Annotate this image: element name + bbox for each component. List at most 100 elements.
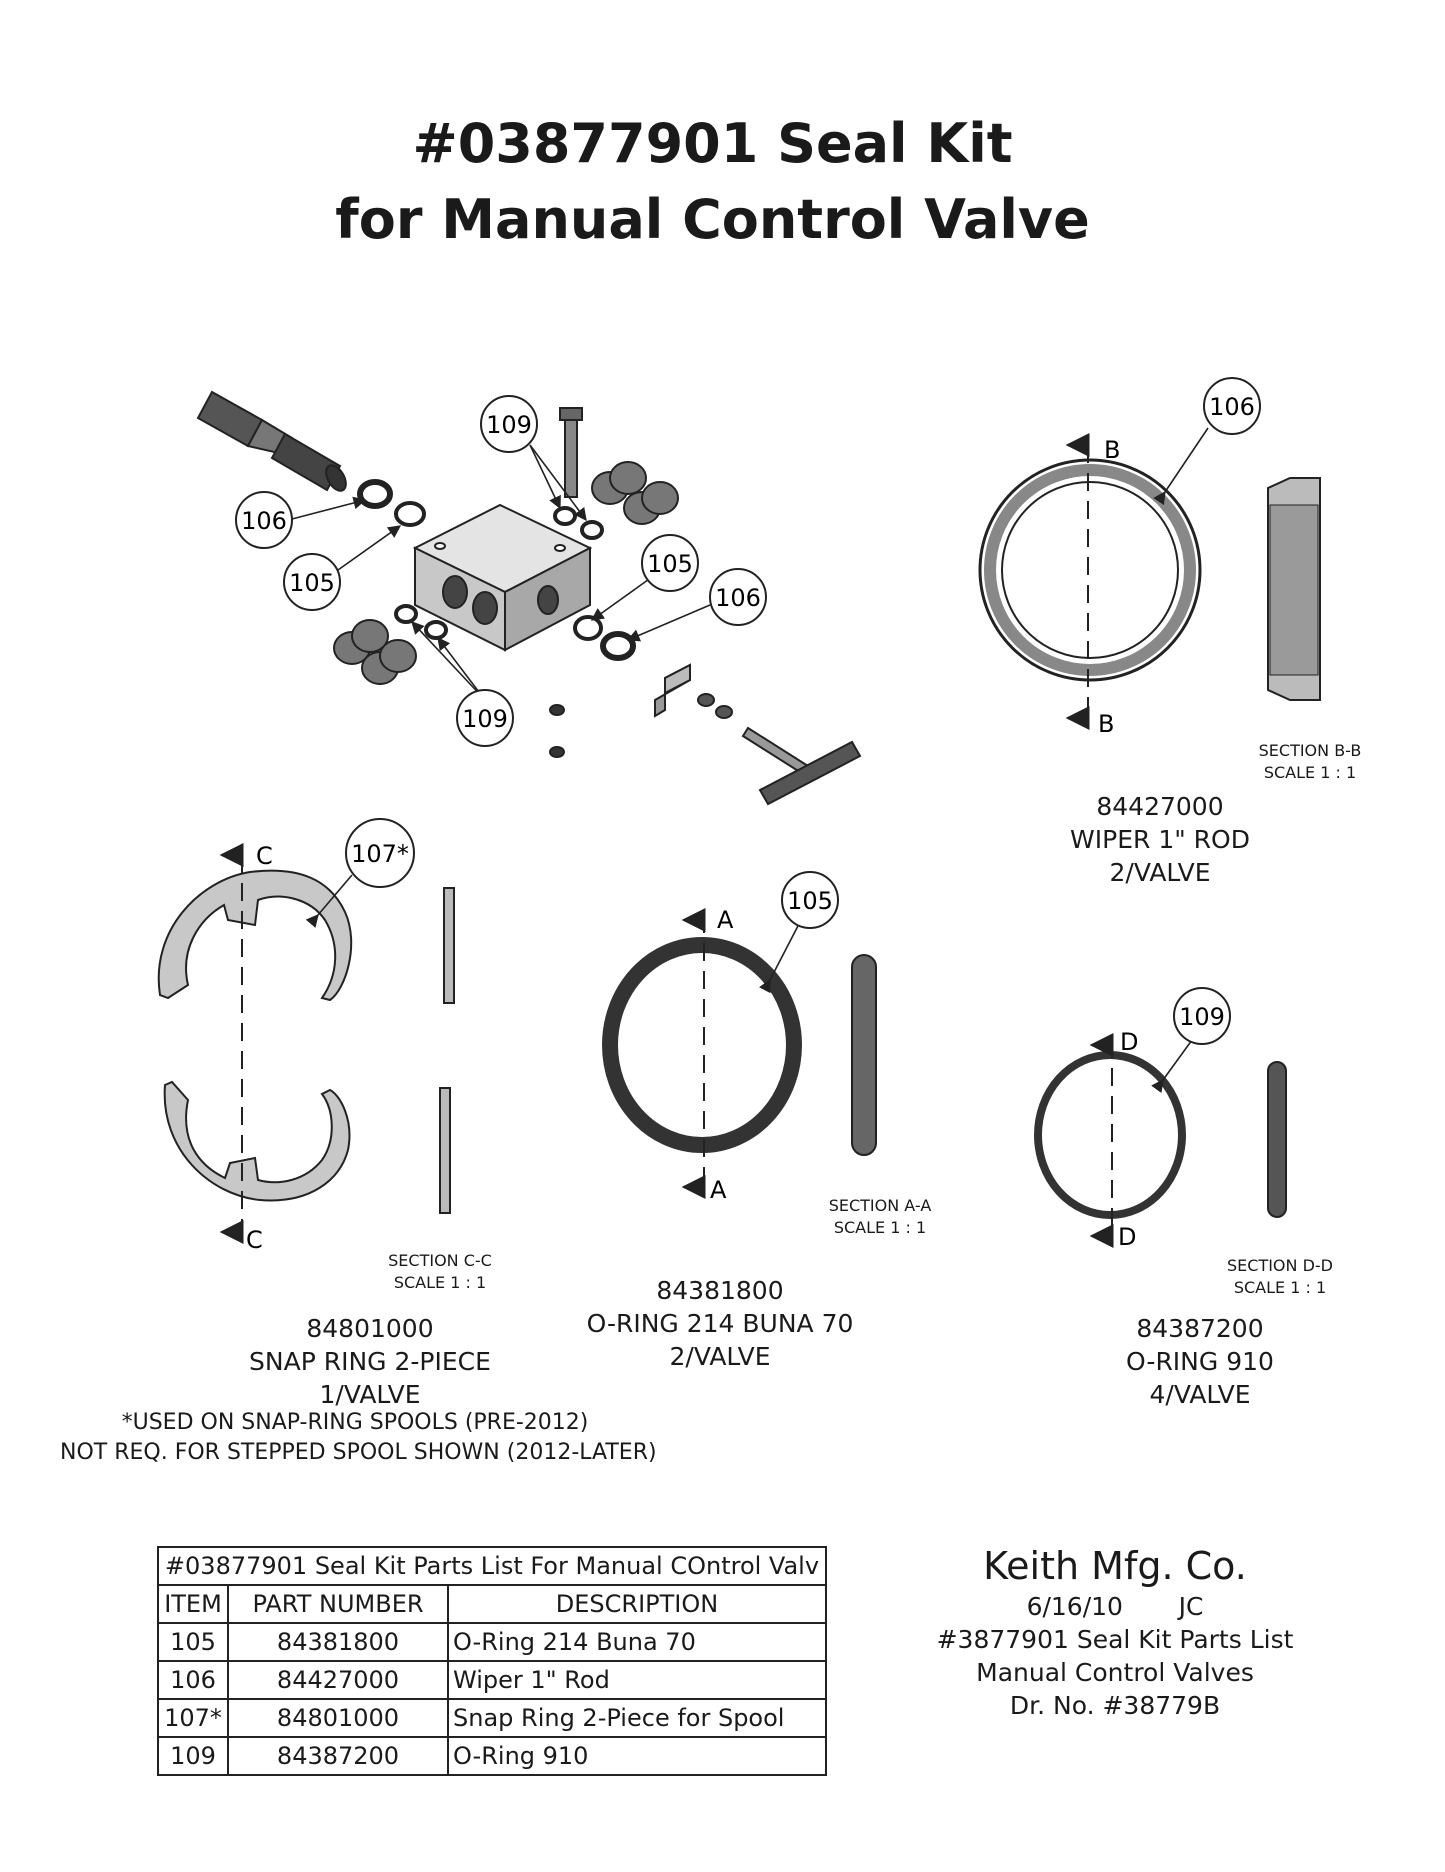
- table-header-row: ITEM PART NUMBER DESCRIPTION: [157, 1584, 827, 1624]
- section-name: SECTION C-C: [388, 1251, 492, 1270]
- balloon-label: 106: [241, 507, 287, 535]
- oring-109-c: [394, 604, 418, 624]
- cell-item: 107*: [157, 1698, 229, 1738]
- date-line: 6/16/10 JC: [905, 1590, 1325, 1623]
- oring-214-section-label: SECTION A-A SCALE 1 : 1: [790, 1195, 970, 1239]
- balloon-109-top: 109: [480, 395, 538, 453]
- cell-item: 109: [157, 1736, 229, 1776]
- part-number: 84427000: [1096, 792, 1224, 821]
- note-line-1: *USED ON SNAP-RING SPOOLS (PRE-2012): [121, 1410, 589, 1435]
- section-name: SECTION A-A: [828, 1196, 932, 1215]
- section-scale: SCALE 1 : 1: [393, 1273, 487, 1292]
- section-letter-c-top: C: [256, 842, 273, 870]
- nut: [697, 693, 715, 707]
- oring-109-a: [553, 506, 577, 526]
- balloon-label: 109: [486, 411, 532, 439]
- balloon-106-left: 106: [235, 491, 293, 549]
- part-number: 84387200: [1136, 1314, 1264, 1343]
- section-name: SECTION D-D: [1227, 1256, 1333, 1275]
- page-title-line1: #03877901 Seal Kit: [412, 112, 1013, 175]
- oring-214-drawing: [602, 908, 877, 1199]
- part-qty: 2/VALVE: [1109, 858, 1211, 887]
- oring-109-d: [424, 620, 448, 640]
- part-name: O-RING 214 BUNA 70: [586, 1309, 854, 1338]
- section-letter-a-top: A: [717, 906, 734, 934]
- wiper-right: [600, 631, 636, 661]
- snap-ring-drawing: [157, 843, 455, 1244]
- balloon-label: 105: [289, 569, 335, 597]
- section-scale: SCALE 1 : 1: [1233, 1278, 1327, 1297]
- wiper-part-label: 84427000 WIPER 1" ROD 2/VALVE: [1030, 790, 1290, 889]
- note-line-2: NOT REQ. FOR STEPPED SPOOL SHOWN (2012-L…: [60, 1440, 657, 1465]
- section-letter-b-top: B: [1104, 436, 1120, 464]
- cell-description: O-Ring 910: [447, 1736, 827, 1776]
- snap-ring-section-label: SECTION C-C SCALE 1 : 1: [350, 1250, 530, 1294]
- handle-grip: [758, 740, 862, 806]
- cell-description: O-Ring 214 Buna 70: [447, 1622, 827, 1662]
- cell-item: 105: [157, 1622, 229, 1662]
- section-letter-c-bottom: C: [246, 1226, 263, 1254]
- wiper-drawing: [978, 427, 1321, 730]
- oring-214-part-label: 84381800 O-RING 214 BUNA 70 2/VALVE: [570, 1274, 870, 1373]
- section-scale: SCALE 1 : 1: [1263, 763, 1357, 782]
- oring-105-left: [394, 501, 426, 527]
- header-item: ITEM: [157, 1584, 229, 1624]
- part-name: SNAP RING 2-PIECE: [249, 1347, 491, 1376]
- part-name: WIPER 1" ROD: [1070, 825, 1250, 854]
- title-block-line3: #3877901 Seal Kit Parts List: [936, 1625, 1294, 1654]
- oring-109-b: [580, 520, 604, 540]
- table-caption: #03877901 Seal Kit Parts List For Manual…: [157, 1546, 827, 1586]
- oring-910-part-label: 84387200 O-RING 910 4/VALVE: [1080, 1312, 1320, 1411]
- oring-105-right: [573, 615, 603, 641]
- drawing-date: 6/16/10: [1026, 1592, 1123, 1621]
- cell-item: 106: [157, 1660, 229, 1700]
- table-row: 107* 84801000 Snap Ring 2-Piece for Spoo…: [157, 1698, 827, 1738]
- wiper-section-label: SECTION B-B SCALE 1 : 1: [1220, 740, 1400, 784]
- part-qty: 2/VALVE: [669, 1342, 771, 1371]
- fittings-top: [591, 461, 679, 525]
- balloon-109-bottom: 109: [456, 689, 514, 747]
- oring-910-section-label: SECTION D-D SCALE 1 : 1: [1190, 1255, 1370, 1299]
- part-name: O-RING 910: [1126, 1347, 1274, 1376]
- page-title-line2: for Manual Control Valve: [335, 188, 1090, 251]
- section-letter-d-bottom: D: [1118, 1223, 1136, 1251]
- fittings-bottom: [333, 619, 417, 685]
- part-number: 84801000: [306, 1314, 434, 1343]
- balloon-label: 106: [715, 584, 761, 612]
- drawing-initials: JC: [1178, 1592, 1204, 1621]
- handle-shaft: [741, 726, 810, 776]
- balloon-106-wiper: 106: [1203, 377, 1261, 435]
- balloon-105-right: 105: [641, 534, 699, 592]
- wiper-left: [357, 479, 393, 509]
- table-row: 106 84427000 Wiper 1" Rod: [157, 1660, 827, 1700]
- bolt: [564, 414, 578, 498]
- cell-part-number: 84427000: [227, 1660, 449, 1700]
- table-row: 109 84387200 O-Ring 910: [157, 1736, 827, 1776]
- balloon-label: 107*: [351, 840, 409, 868]
- balloon-105-oring: 105: [781, 871, 839, 929]
- balloon-label: 105: [647, 550, 693, 578]
- title-block: Keith Mfg. Co. 6/16/10 JC #3877901 Seal …: [905, 1542, 1325, 1722]
- table-row: 105 84381800 O-Ring 214 Buna 70: [157, 1622, 827, 1662]
- section-letter-b-bottom: B: [1098, 710, 1114, 738]
- part-qty: 1/VALVE: [319, 1380, 421, 1409]
- snap-ring-part-label: 84801000 SNAP RING 2-PIECE 1/VALVE: [220, 1312, 520, 1411]
- balloon-106-right: 106: [709, 568, 767, 626]
- balloon-label: 105: [787, 887, 833, 915]
- section-letter-d-top: D: [1120, 1028, 1138, 1056]
- balloon-109-oring: 109: [1173, 987, 1231, 1045]
- section-scale: SCALE 1 : 1: [833, 1218, 927, 1237]
- part-number: 84381800: [656, 1276, 784, 1305]
- company-name: Keith Mfg. Co.: [983, 1544, 1247, 1588]
- balloon-label: 109: [462, 705, 508, 733]
- balloon-label: 106: [1209, 393, 1255, 421]
- header-part-number: PART NUMBER: [227, 1584, 449, 1624]
- cell-description: Wiper 1" Rod: [447, 1660, 827, 1700]
- balloon-107-snap-ring: 107*: [345, 818, 415, 888]
- oring-910-drawing: [1034, 1033, 1287, 1248]
- table-caption-row: #03877901 Seal Kit Parts List For Manual…: [157, 1546, 827, 1586]
- cell-description: Snap Ring 2-Piece for Spool: [447, 1698, 827, 1738]
- snap-ring-note: *USED ON SNAP-RING SPOOLS (PRE-2012) NOT…: [60, 1408, 657, 1468]
- section-letter-a-bottom: A: [710, 1176, 727, 1204]
